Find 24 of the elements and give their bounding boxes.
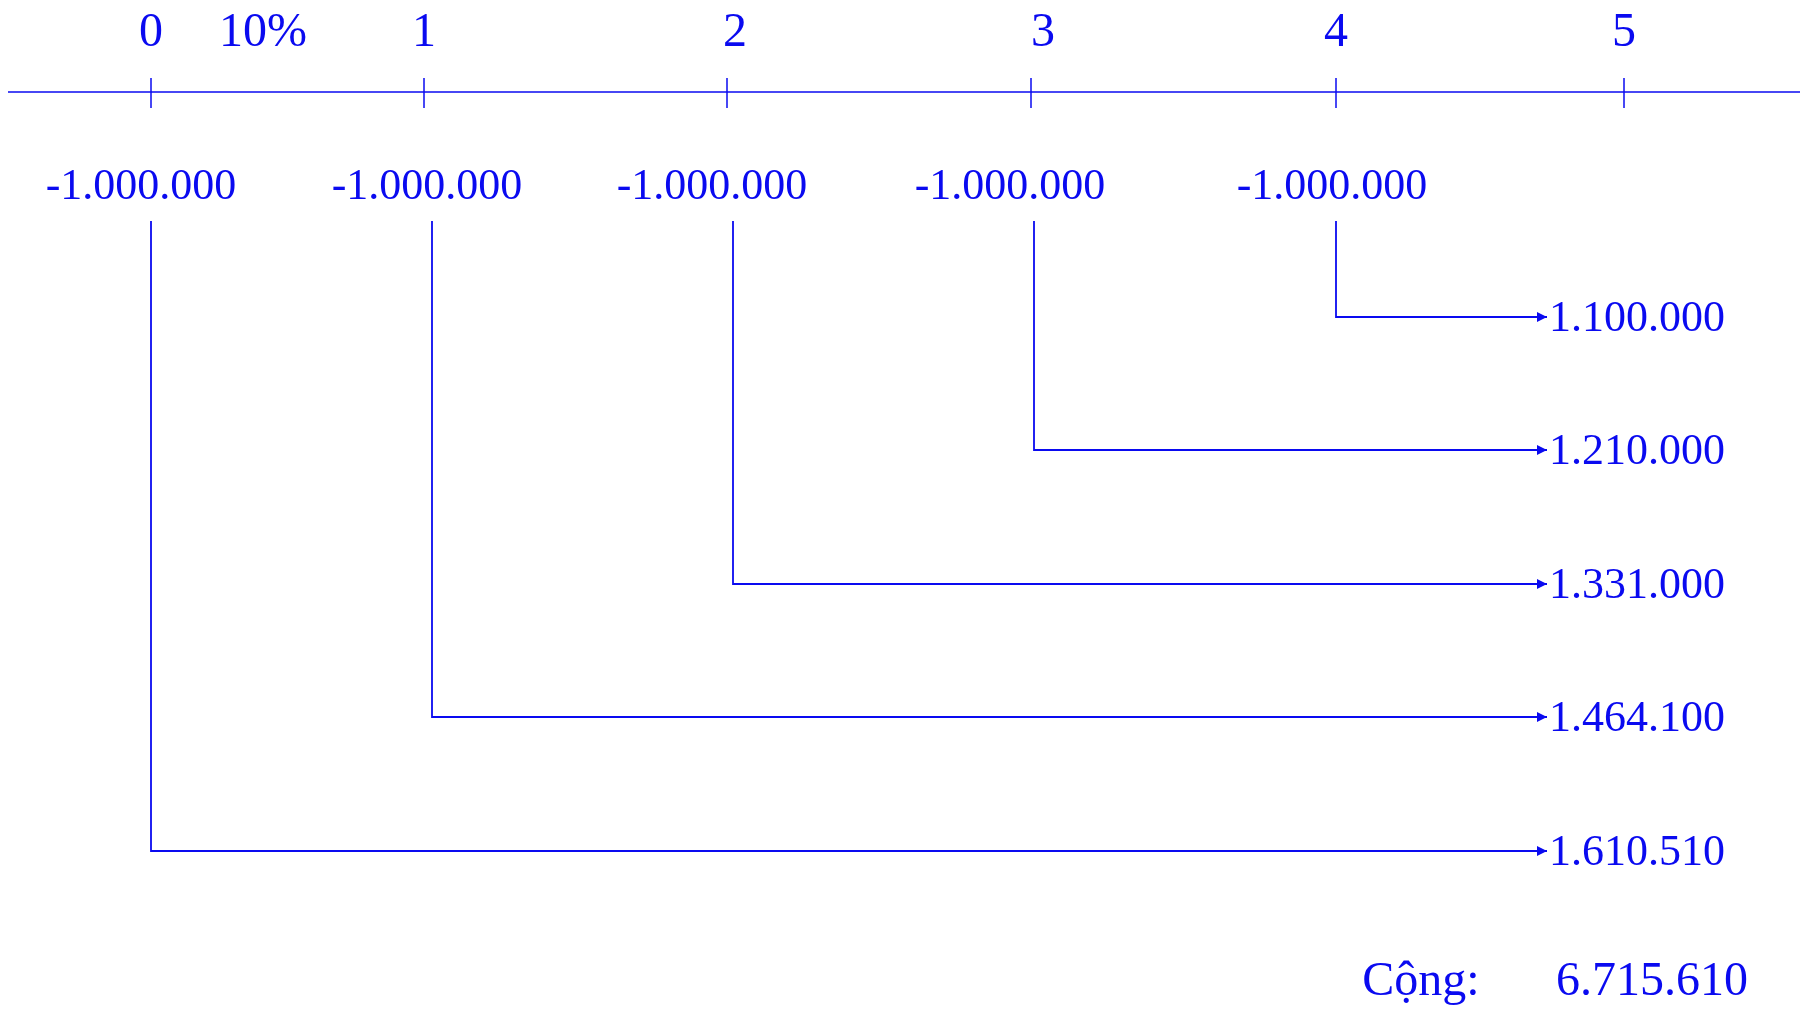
cash-flow-amount: -1.000.000 [1212,157,1452,213]
future-value: 1.331.000 [1549,556,1779,612]
future-value: 1.610.510 [1549,823,1779,879]
cash-flow-amount: -1.000.000 [21,157,261,213]
future-value: 1.100.000 [1549,289,1779,345]
period-number: 1 [412,6,436,54]
period-number: 4 [1324,6,1348,54]
period-number: 3 [1031,6,1055,54]
interest-rate: 10% [219,6,307,54]
arrow [1033,220,1548,455]
arrow [431,220,1548,722]
cash-flow-amount: -1.000.000 [592,157,832,213]
arrow [150,220,1548,856]
total-label: Cộng: [1362,955,1480,1003]
cash-flow-amount: -1.000.000 [307,157,547,213]
arrow [732,220,1548,589]
future-value: 1.210.000 [1549,422,1779,478]
cash-flow-amount: -1.000.000 [890,157,1130,213]
total-value: 6.715.610 [1556,955,1748,1003]
period-number: 0 [139,6,163,54]
period-number: 2 [723,6,747,54]
future-value: 1.464.100 [1549,689,1779,745]
arrow [1335,220,1548,322]
period-number: 5 [1612,6,1636,54]
